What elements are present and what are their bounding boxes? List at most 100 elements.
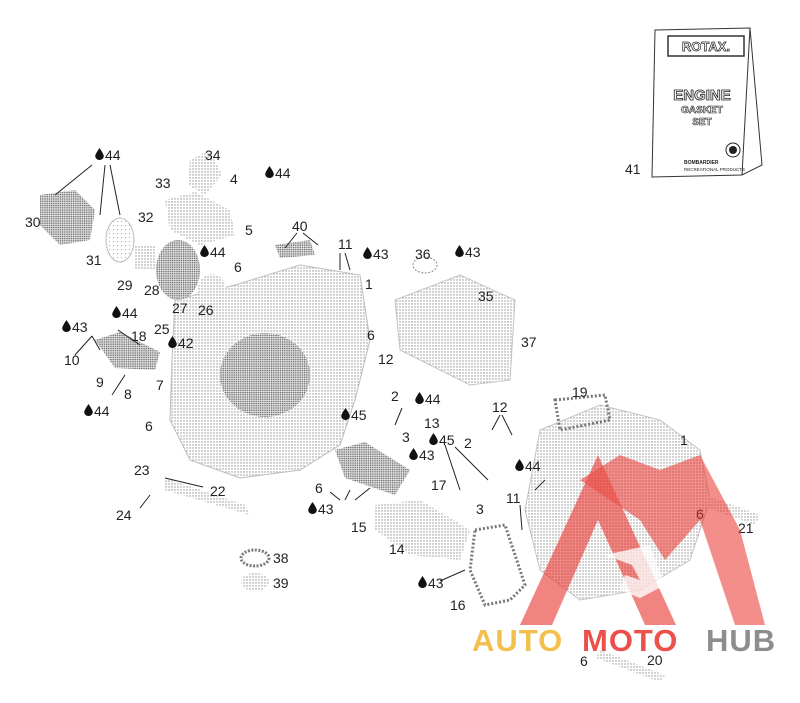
callout-number: 3 bbox=[402, 429, 410, 445]
callout-40: 40 bbox=[292, 218, 308, 234]
callout-6b: 6 bbox=[367, 327, 375, 343]
callout-18: 18 bbox=[131, 328, 147, 344]
callout-12b: 12 bbox=[492, 399, 508, 415]
callout-number: 11 bbox=[506, 490, 521, 506]
callout-number: 6 bbox=[234, 259, 242, 275]
oil-drop-icon bbox=[415, 392, 424, 404]
callout-number: 8 bbox=[124, 386, 132, 402]
callout-44d: 44 bbox=[112, 305, 138, 321]
callout-number: 16 bbox=[450, 597, 466, 613]
callout-number: 23 bbox=[134, 462, 150, 478]
callout-number: 44 bbox=[210, 244, 226, 260]
callout-number: 40 bbox=[292, 218, 308, 234]
callout-1b: 1 bbox=[680, 432, 688, 448]
oil-drop-icon bbox=[95, 148, 104, 160]
callout-8: 8 bbox=[124, 386, 132, 402]
callout-number: 2 bbox=[464, 435, 472, 451]
callout-number: 4 bbox=[230, 171, 238, 187]
callout-32: 32 bbox=[138, 209, 154, 225]
callout-16: 16 bbox=[450, 597, 466, 613]
callout-number: 11 bbox=[338, 236, 353, 252]
callout-number: 41 bbox=[625, 161, 641, 177]
callout-number: 43 bbox=[72, 319, 88, 335]
callout-number: 6 bbox=[367, 327, 375, 343]
callout-10: 10 bbox=[64, 352, 80, 368]
callout-36: 36 bbox=[415, 246, 431, 262]
oil-drop-icon bbox=[62, 320, 71, 332]
leader-lines bbox=[54, 164, 546, 582]
callout-number: 44 bbox=[122, 305, 138, 321]
oil-drop-icon bbox=[308, 502, 317, 514]
callout-43b: 43 bbox=[455, 244, 481, 260]
callout-12a: 12 bbox=[378, 351, 394, 367]
gasket-19 bbox=[553, 393, 612, 432]
callout-15: 15 bbox=[351, 519, 367, 535]
callout-number: 43 bbox=[428, 575, 444, 591]
callout-45b: 45 bbox=[429, 432, 455, 448]
watermark-logo: AUTO MOTO HUB bbox=[472, 455, 776, 658]
part-28 bbox=[156, 240, 200, 300]
callout-number: 22 bbox=[210, 483, 226, 499]
callout-29: 29 bbox=[117, 277, 133, 293]
callout-number: 9 bbox=[96, 374, 104, 390]
callout-5: 5 bbox=[245, 222, 253, 238]
callout-number: 1 bbox=[680, 432, 688, 448]
callout-38: 38 bbox=[273, 550, 289, 566]
callout-22: 22 bbox=[210, 483, 226, 499]
crankcase-bore bbox=[220, 333, 310, 417]
gasket-kit-line3: SET bbox=[692, 117, 711, 128]
callout-number: 29 bbox=[117, 277, 133, 293]
part-20 bbox=[596, 650, 665, 682]
callout-number: 44 bbox=[275, 165, 291, 181]
callout-number: 18 bbox=[131, 328, 147, 344]
callout-number: 28 bbox=[144, 282, 160, 298]
callout-number: 19 bbox=[572, 384, 588, 400]
callout-25: 25 bbox=[154, 321, 170, 337]
callout-number: 26 bbox=[198, 302, 214, 318]
gasket-kit-line2: GASKET bbox=[681, 105, 723, 116]
callout-24: 24 bbox=[116, 507, 132, 523]
callout-14: 14 bbox=[389, 541, 405, 557]
callout-43a: 43 bbox=[363, 246, 389, 262]
callout-number: 3 bbox=[476, 501, 484, 517]
part-22 bbox=[165, 478, 250, 515]
callout-number: 44 bbox=[94, 403, 110, 419]
callout-number: 45 bbox=[351, 407, 367, 423]
callout-number: 36 bbox=[415, 246, 431, 262]
callout-44c: 44 bbox=[200, 244, 226, 260]
callout-6a: 6 bbox=[234, 259, 242, 275]
callout-20: 20 bbox=[647, 652, 663, 668]
callout-number: 17 bbox=[431, 477, 447, 493]
part-40 bbox=[275, 240, 315, 258]
part-29 bbox=[135, 245, 155, 270]
callout-number: 25 bbox=[154, 321, 170, 337]
oil-drop-icon bbox=[455, 245, 464, 257]
part-32 bbox=[105, 217, 135, 263]
callout-41: 41 bbox=[625, 161, 641, 177]
part-18 bbox=[95, 332, 160, 370]
watermark-text-auto: AUTO bbox=[472, 623, 563, 658]
gasket-kit-footer1: BOMBARDIER bbox=[684, 160, 719, 166]
callout-number: 33 bbox=[155, 175, 171, 191]
callout-39: 39 bbox=[273, 575, 289, 591]
part-33 bbox=[165, 192, 235, 245]
callout-number: 43 bbox=[373, 246, 389, 262]
callout-11a: 11 bbox=[338, 236, 353, 252]
watermark-text-hub: HUB bbox=[706, 623, 776, 658]
gasket-kit-footer2: RECREATIONAL PRODUCTS bbox=[684, 167, 745, 172]
callout-2b: 2 bbox=[464, 435, 472, 451]
callout-6d: 6 bbox=[315, 480, 323, 496]
callout-number: 44 bbox=[105, 147, 121, 163]
callout-number: 44 bbox=[425, 391, 441, 407]
callout-number: 6 bbox=[145, 418, 153, 434]
callout-44g: 44 bbox=[515, 458, 541, 474]
callout-number: 37 bbox=[521, 334, 537, 350]
callout-43d: 43 bbox=[409, 447, 435, 463]
oil-drop-icon bbox=[515, 459, 524, 471]
watermark-m-icon bbox=[580, 455, 765, 625]
oil-drop-icon bbox=[112, 306, 121, 318]
oil-drop-icon bbox=[265, 166, 274, 178]
callout-number: 43 bbox=[419, 447, 435, 463]
gasket-kit-box: ROTAX. ENGINE GASKET SET BOMBARDIER RECR… bbox=[651, 27, 763, 178]
